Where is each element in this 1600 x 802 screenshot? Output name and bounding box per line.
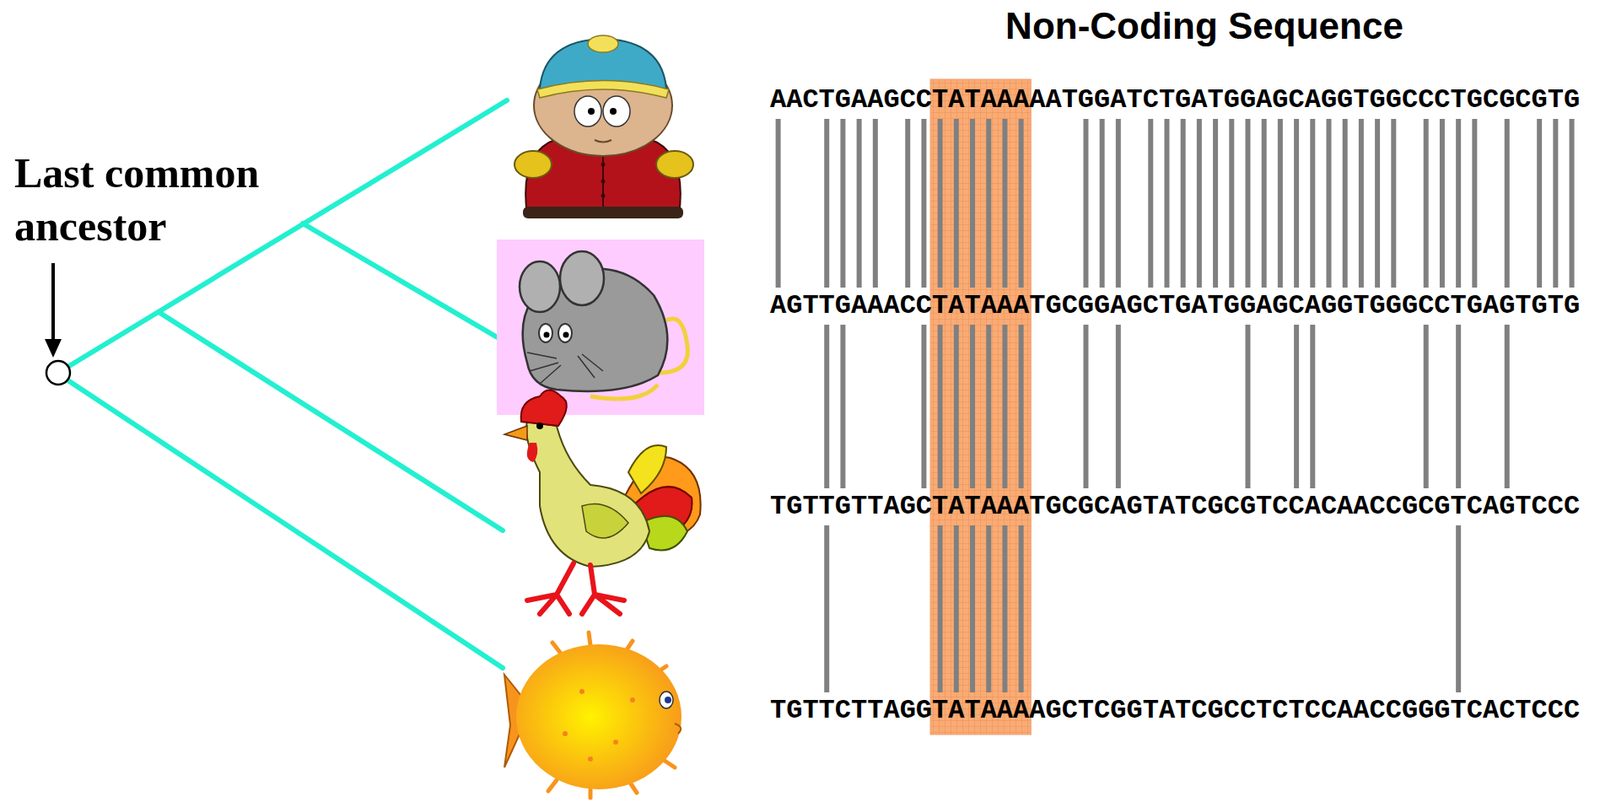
match-bar [905,118,911,288]
match-bar [937,525,943,693]
match-bar [921,324,927,489]
match-bar [1228,118,1234,288]
dna-sequence: TGTTGTTAGCTATAAATGCGCAGTATCGCGTCCACAACCG… [770,491,1580,523]
match-bar [1569,118,1575,288]
match-bar [1147,118,1153,288]
match-bar [985,525,992,693]
human-icon [514,35,694,219]
match-bar [1196,118,1202,288]
match-bar [824,324,830,489]
match-bar [1326,118,1332,288]
match-bar [985,324,992,489]
match-bar [1471,118,1477,288]
match-bar [969,118,976,288]
match-bar [840,118,846,288]
diagram-title: Non-Coding Sequence [1005,5,1404,48]
match-bar [840,324,846,489]
match-bar [1293,118,1299,288]
match-bar [1455,525,1461,693]
match-bar [1423,324,1429,489]
match-bar [953,118,959,288]
match-bar [775,118,782,288]
fish-icon [504,632,682,798]
match-bar [1342,118,1348,288]
match-bar [1115,118,1121,288]
match-bar [1277,118,1283,288]
match-bar [1115,324,1121,489]
match-bar [1358,118,1364,288]
match-bar [856,118,862,288]
match-bar [1536,118,1542,288]
match-bar [824,118,830,288]
match-bar [1002,324,1008,489]
ancestor-node [46,360,71,385]
match-bar [969,525,976,693]
match-bar [1390,118,1396,288]
match-bar [872,118,879,288]
match-bar [1455,324,1461,489]
dna-sequence: AGTTGAAACCTATAAATGCGGAGCTGATGGAGCAGGTGGG… [770,290,1580,322]
match-bar [1423,118,1429,288]
pointer-arrow [44,263,62,358]
match-bar [824,525,830,693]
match-bar [969,324,976,489]
match-bar [1002,118,1008,288]
match-bar [921,118,927,288]
match-bar [937,118,943,288]
match-bar [1082,118,1089,288]
ancestor-label: Last common ancestor [14,146,293,253]
chicken-icon [504,390,701,615]
match-bar [1018,525,1024,693]
match-bar [1244,118,1250,288]
match-bar [1293,324,1299,489]
match-bar [1163,118,1170,288]
match-bar [1504,324,1510,489]
match-bar [1374,118,1380,288]
match-bar [1309,324,1315,489]
match-bar [1180,118,1186,288]
match-bar [953,525,959,693]
match-bar [1504,118,1510,288]
conserved-box [930,79,1031,735]
match-bar [1244,324,1250,489]
match-bar [1455,118,1461,288]
match-bar [1099,118,1105,288]
match-bar [1082,324,1089,489]
dna-sequence: TGTTCTTAGGTATAAAAGCTCGGTATCGCCTCTCCAACCG… [770,695,1580,727]
match-bar [1309,118,1315,288]
match-bar [1018,324,1024,489]
match-bar [1439,118,1445,288]
match-bar [1261,118,1267,288]
match-bar [1002,525,1008,693]
match-bar [953,324,959,489]
match-bar [1552,118,1558,288]
match-bar [1018,118,1024,288]
dna-sequence: AACTGAAGCCTATAAAAATGGATCTGATGGAGCAGGTGGC… [770,85,1580,116]
match-bar [985,118,992,288]
match-bar [937,324,943,489]
match-bar [1212,118,1218,288]
mouse-icon [496,239,705,415]
